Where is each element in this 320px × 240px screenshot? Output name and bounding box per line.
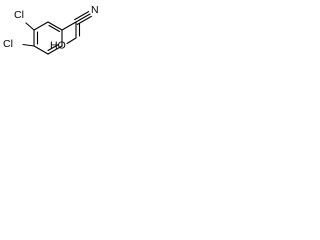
nitrogen-label: N	[91, 4, 99, 16]
bond-ring-to-lower-cl	[22, 43, 35, 47]
triple-bond-line	[75, 13, 91, 23]
ring-bond-c6-c1	[33, 21, 49, 31]
triple-bond-line	[76, 15, 92, 25]
bond-ring-to-alpha-carbon	[61, 21, 77, 31]
ring-inner-double-bond	[48, 24, 61, 33]
ring-bond-c4-c5	[33, 45, 49, 55]
chlorine-lower-label: Cl	[3, 38, 13, 50]
nitrile-triple-bond	[74, 11, 92, 25]
triple-bond-line	[74, 11, 90, 21]
benzene-ring	[33, 21, 63, 55]
chlorine-upper-label: Cl	[14, 9, 24, 21]
alkene-double-bond	[75, 21, 81, 39]
hydroxyl-label: HO	[50, 40, 66, 52]
ring-inner-double-bond	[47, 43, 60, 52]
bond-ring-to-upper-cl	[25, 22, 35, 31]
ring-bond-c1-c2	[47, 21, 63, 31]
chemical-structure-diagram: Cl Cl N HO	[3, 4, 99, 55]
bond-carbon-to-hydroxyl	[66, 37, 77, 45]
ring-bond-c3-c4	[47, 45, 63, 55]
